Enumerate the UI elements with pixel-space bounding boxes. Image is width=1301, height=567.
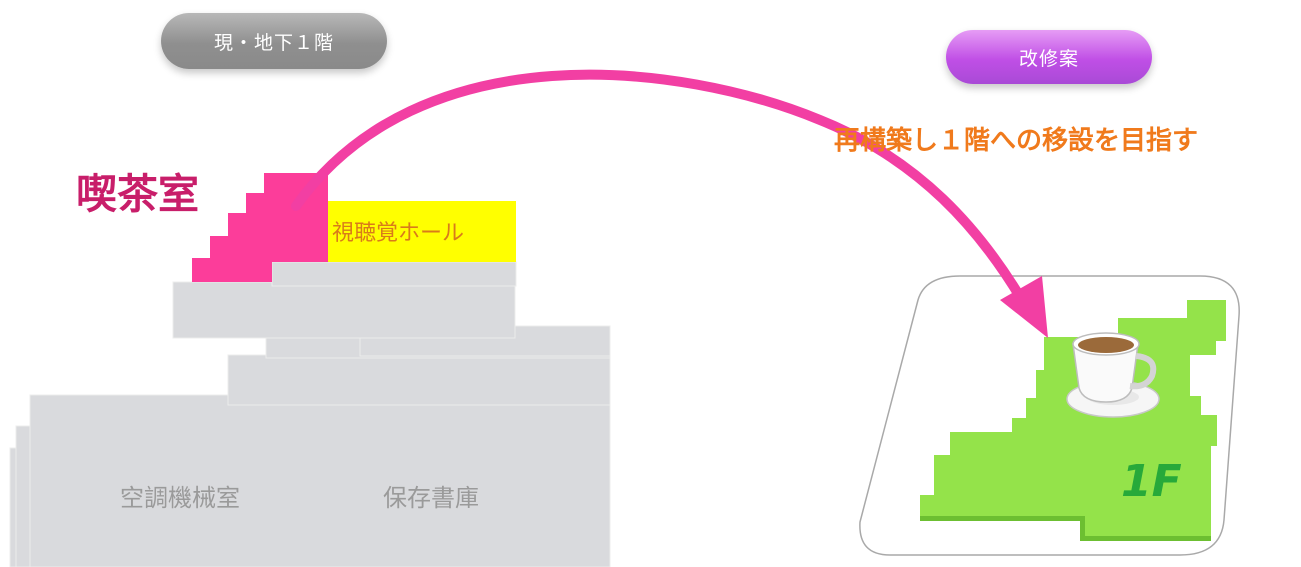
arrow-icon: [291, 69, 1048, 338]
cafe-label: 喫茶室: [76, 170, 199, 218]
av-hall-block: [328, 201, 516, 262]
av-hall-label: 視聴覚ホール: [332, 221, 465, 246]
room-block-upper: [172, 281, 516, 339]
current-floor-pill: 現・地下１階: [161, 13, 387, 69]
plan-subtitle: 再構築し１階への移設を目指す: [834, 126, 1199, 156]
room-block-lower: [29, 394, 611, 567]
archive-room-label: 保存書庫: [383, 484, 479, 512]
coffee-cup-icon: [1066, 332, 1160, 418]
floor-edge: [920, 516, 1211, 541]
floor-label: 1F: [1121, 456, 1182, 507]
room-block-mid: [227, 354, 611, 406]
mechanical-room-label: 空調機械室: [120, 484, 240, 512]
renovation-plan-pill: 改修案: [946, 30, 1152, 84]
room-blocks: [9, 261, 611, 567]
room-block-top: [271, 261, 517, 287]
